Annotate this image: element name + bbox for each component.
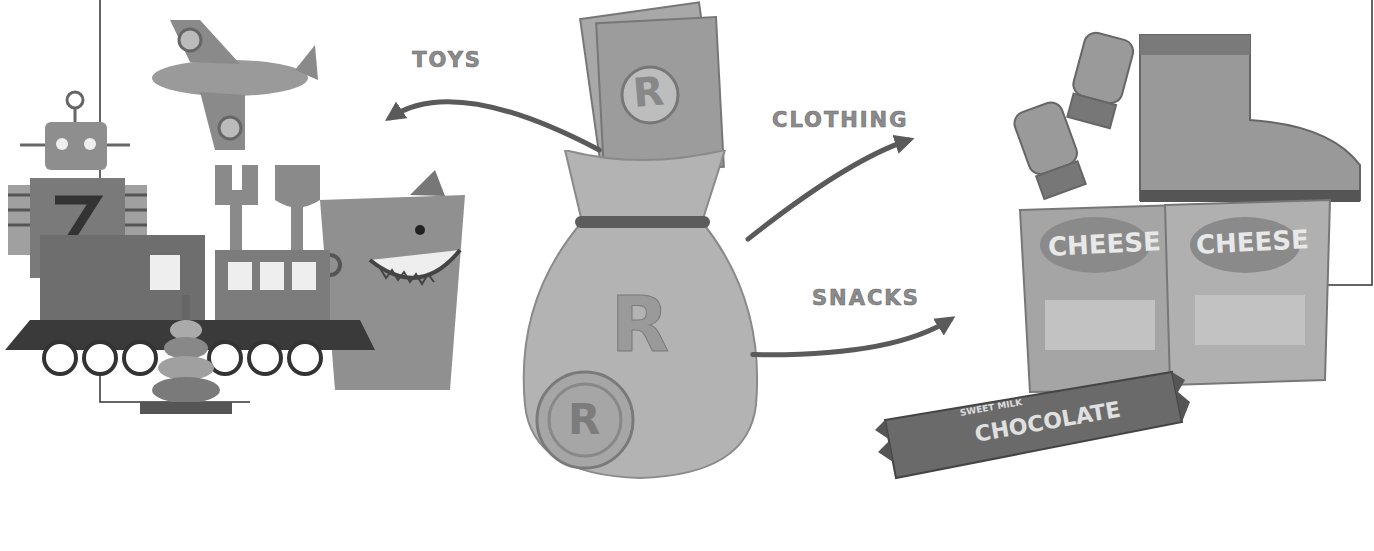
category-group: SNACKS <box>812 286 940 318</box>
coin <box>537 372 633 468</box>
bag-tie <box>575 216 710 228</box>
toy-plane <box>152 20 318 150</box>
money-bag: R <box>520 150 760 480</box>
boot <box>1140 35 1360 202</box>
curved-arrow <box>390 102 599 150</box>
package-text: CHEESE <box>1195 224 1309 260</box>
category-heading: SNACKS <box>812 286 940 310</box>
curved-arrow <box>753 320 950 355</box>
gloves <box>1011 30 1136 200</box>
toy-rings <box>140 295 232 414</box>
curved-arrow <box>748 140 909 239</box>
toy-train <box>5 235 375 374</box>
chocolate-bar <box>875 372 1190 478</box>
package-text: CHEESE <box>1047 226 1161 262</box>
currency-symbol: R <box>568 395 600 444</box>
category-heading: CLOTHING <box>772 108 962 132</box>
chip-bag <box>1020 200 1330 392</box>
category-heading: TOYS <box>390 48 482 72</box>
toy-spade <box>215 165 320 250</box>
currency-symbol: R <box>520 280 760 369</box>
toy-shark <box>309 170 465 390</box>
currency-symbol: R <box>631 67 666 116</box>
banknote <box>580 2 724 173</box>
category-group: TOYS <box>390 48 482 130</box>
category-group: CLOTHING <box>772 108 962 140</box>
